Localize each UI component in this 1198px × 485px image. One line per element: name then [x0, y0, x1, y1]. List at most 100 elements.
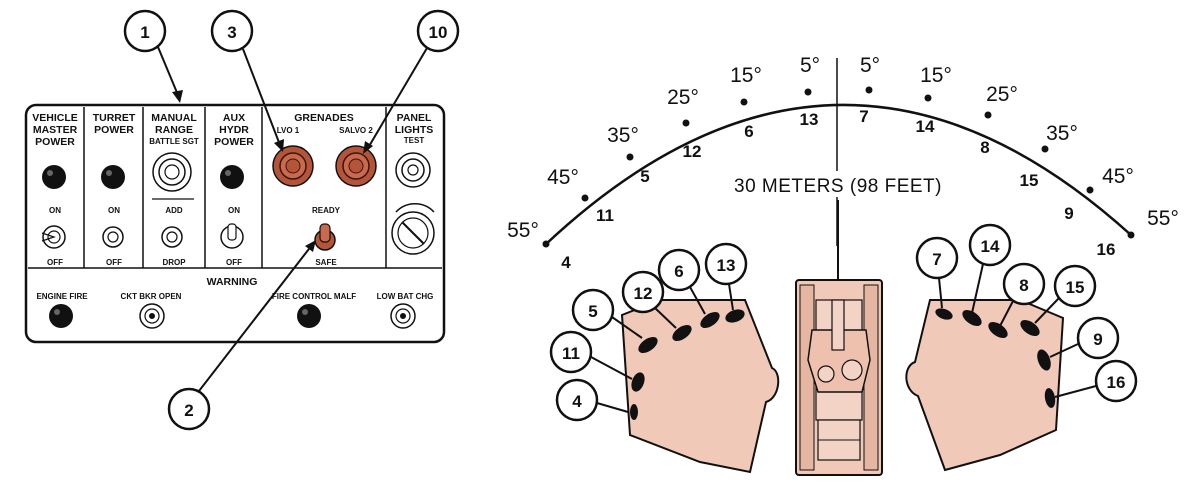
right-callout-9: 9 [1049, 316, 1120, 360]
deg-left-45: 45° [547, 166, 579, 189]
arc-num-5: 5 [640, 167, 649, 186]
left-callouts: 4 11 5 12 6 13 [549, 242, 748, 422]
svg-text:6: 6 [674, 262, 683, 281]
control-panel: VEHICLE MASTER POWER ON OFF TURRET POWER… [24, 103, 446, 344]
vehicle-master-power-label-1: VEHICLE [32, 112, 78, 124]
left-callout-11: 11 [549, 330, 633, 380]
deg-right-35: 35° [1046, 122, 1078, 145]
svg-text:5: 5 [588, 302, 597, 321]
grenade-ready-safe-switch[interactable] [314, 223, 336, 251]
svg-text:13: 13 [717, 256, 736, 275]
svg-text:2: 2 [184, 401, 193, 420]
ckt-bkr-open-indicator [139, 303, 165, 329]
right-callouts: 7 14 8 15 9 16 [915, 223, 1138, 403]
turret-off-label: OFF [106, 258, 122, 267]
panel-lights-dimmer-knob[interactable] [391, 203, 435, 255]
arc-num-15: 15 [1020, 171, 1039, 190]
svg-text:11: 11 [562, 344, 580, 363]
vehicle-master-power-switch[interactable] [41, 225, 66, 249]
deg-left-5: 5° [800, 54, 820, 77]
drop-label: DROP [162, 258, 186, 267]
vehicle-master-power-indicator [42, 165, 66, 189]
battle-sight-button[interactable] [152, 152, 192, 192]
arc-num-6: 6 [744, 122, 753, 141]
engine-fire-label: ENGINE FIRE [36, 292, 88, 301]
svg-text:7: 7 [932, 250, 941, 269]
right-callout-16: 16 [1054, 359, 1138, 403]
left-callout-13: 13 [704, 242, 748, 311]
engine-fire-indicator [49, 304, 73, 328]
svg-text:8: 8 [1019, 276, 1028, 295]
deg-right-5: 5° [860, 54, 880, 77]
deg-right-55: 55° [1147, 207, 1179, 230]
low-bat-chg-indicator [390, 303, 416, 329]
salvo2-label: SALVO 2 [339, 126, 373, 135]
vehicle-top-view [795, 200, 883, 476]
grenades-label: GRENADES [294, 112, 354, 124]
left-grenade-launcher: 4 11 5 12 6 13 [549, 242, 780, 474]
panel-lights-label-1: PANEL [397, 112, 432, 124]
callout-1: 1 [123, 9, 183, 103]
arc-num-16: 16 [1097, 240, 1116, 259]
distance-label: 30 METERS (98 FEET) [734, 176, 942, 197]
add-label: ADD [165, 206, 183, 215]
arc-num-9: 9 [1064, 204, 1073, 223]
turret-on-label: ON [108, 206, 120, 215]
turret-power-label-1: TURRET [93, 112, 136, 124]
right-tube-ends [935, 308, 1056, 408]
aux-hydr-power-indicator [220, 165, 244, 189]
callout-3: 3 [210, 9, 284, 152]
manual-range-label-2: RANGE [155, 124, 193, 136]
salvo-1-button[interactable] [272, 145, 314, 187]
vehicle-master-power-label-2: MASTER [33, 124, 78, 136]
aux-hydr-power-label-1: AUX [223, 112, 245, 124]
arc-num-11: 11 [596, 206, 614, 225]
turret-power-indicator [101, 165, 125, 189]
svg-text:1: 1 [140, 23, 149, 42]
deg-left-15: 15° [730, 64, 762, 87]
deg-right-45: 45° [1102, 165, 1134, 188]
salvo-2-button[interactable] [335, 145, 377, 187]
left-callout-4: 4 [555, 378, 629, 422]
aux-hydr-power-switch[interactable] [220, 223, 244, 249]
safe-label: SAFE [315, 258, 337, 267]
right-grenade-launcher: 7 14 8 15 9 16 [905, 223, 1138, 472]
svg-text:10: 10 [429, 23, 448, 42]
aux-hydr-power-label-2: HYDR [219, 124, 249, 136]
svg-text:4: 4 [572, 392, 582, 411]
deg-left-35: 35° [607, 124, 639, 147]
turret-power-switch[interactable] [102, 226, 124, 248]
right-callout-8: 8 [999, 262, 1046, 327]
aux-hydr-power-label-3: POWER [214, 136, 254, 148]
callout-2: 2 [167, 240, 316, 431]
arc-num-13: 13 [800, 110, 819, 129]
left-callout-5: 5 [571, 288, 643, 339]
battle-sght-label: BATTLE SGT [149, 137, 199, 146]
deg-right-15: 15° [920, 64, 952, 87]
panel-callouts: 1 3 10 2 [123, 9, 460, 431]
fire-control-malf-label: FIRE CONTROL MALF [272, 292, 356, 301]
arc-dots [542, 86, 1135, 248]
manual-range-label-1: MANUAL [151, 112, 197, 124]
range-add-drop-switch[interactable] [161, 226, 183, 248]
ckt-bkr-open-label: CKT BKR OPEN [121, 292, 182, 301]
arc-num-7: 7 [859, 107, 868, 126]
panel-lights-test-button[interactable] [395, 152, 431, 188]
right-callout-15: 15 [1034, 264, 1097, 324]
arc-num-8: 8 [980, 138, 989, 157]
ready-label: READY [312, 206, 341, 215]
low-bat-chg-label: LOW BAT CHG [377, 292, 434, 301]
aux-on-label: ON [228, 206, 240, 215]
svg-text:9: 9 [1093, 330, 1102, 349]
right-callout-14: 14 [968, 223, 1012, 314]
vehicle-master-on-label: ON [49, 206, 61, 215]
deg-left-25: 25° [667, 86, 699, 109]
panel-lights-label-2: LIGHTS [395, 124, 434, 136]
arc-num-14: 14 [916, 117, 935, 136]
left-callout-12: 12 [621, 270, 677, 329]
svg-text:15: 15 [1066, 278, 1085, 297]
svg-text:14: 14 [981, 237, 1000, 256]
deg-right-25: 25° [986, 83, 1018, 106]
svg-text:12: 12 [634, 284, 653, 303]
